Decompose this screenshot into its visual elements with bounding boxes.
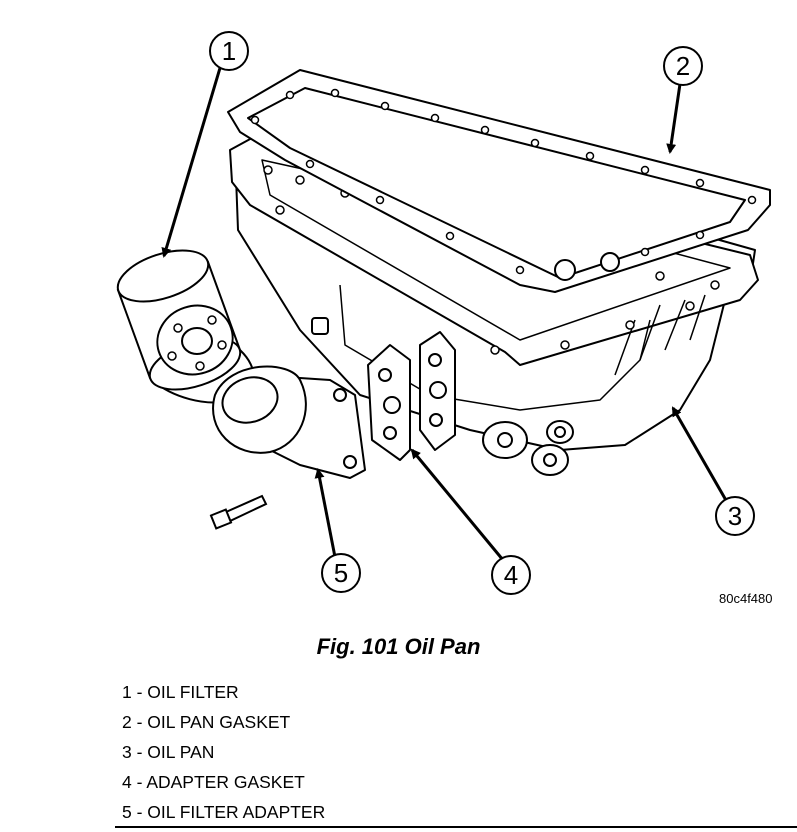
- adapter-gasket-illustration: [367, 331, 456, 461]
- oil-pan-gasket-illustration: [227, 69, 771, 293]
- figure-code: 80c4f480: [719, 591, 773, 606]
- leader-3: [671, 406, 729, 503]
- callout-5-number: 5: [334, 558, 348, 588]
- legend-item: 3 - OIL PAN: [122, 742, 215, 762]
- callout-3: 3: [715, 496, 755, 536]
- parts-legend: 1 - OIL FILTER 2 - OIL PAN GASKET 3 - OI…: [122, 677, 325, 827]
- figure-caption: Fig. 101 Oil Pan: [316, 634, 481, 659]
- callout-4: 4: [491, 555, 531, 595]
- legend-item: 1 - OIL FILTER: [122, 682, 239, 702]
- divider: [115, 826, 797, 828]
- bolt-illustration: [209, 494, 268, 530]
- oil-filter-illustration: [116, 249, 255, 404]
- callout-5: 5: [321, 553, 361, 593]
- oil-pan-diagram: 1 2 3 4 5: [116, 31, 771, 595]
- callout-1: 1: [209, 31, 249, 71]
- callout-3-number: 3: [728, 501, 742, 531]
- leader-lines: [161, 67, 729, 561]
- leader-5: [314, 468, 337, 558]
- leader-4: [410, 448, 505, 561]
- leader-2: [666, 83, 682, 154]
- callout-1-number: 1: [222, 36, 236, 66]
- legend-item: 2 - OIL PAN GASKET: [122, 712, 291, 732]
- callout-2-number: 2: [676, 51, 690, 81]
- legend-item: 5 - OIL FILTER ADAPTER: [122, 802, 326, 822]
- callout-2: 2: [663, 46, 703, 86]
- callout-4-number: 4: [504, 560, 518, 590]
- oil-filter-adapter-illustration: [212, 365, 366, 479]
- legend-item: 4 - ADAPTER GASKET: [122, 772, 305, 792]
- leader-1: [161, 67, 222, 258]
